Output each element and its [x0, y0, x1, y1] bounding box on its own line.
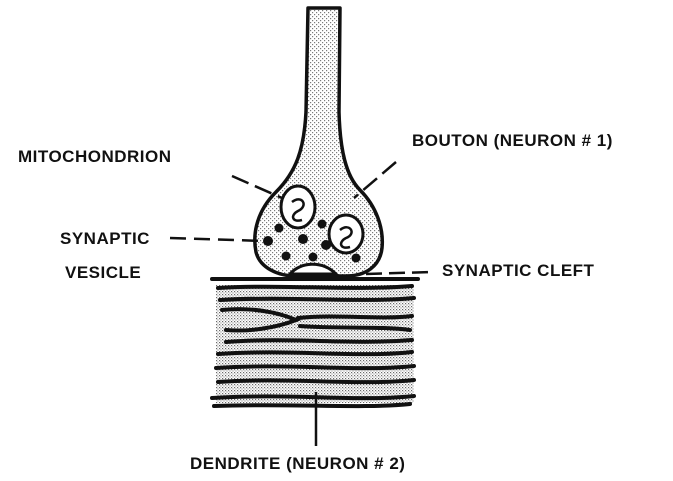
vesicle [263, 236, 273, 246]
label-synaptic-vesicle-line2: VESICLE [65, 264, 141, 281]
label-synaptic-vesicle-line1: SYNAPTIC [60, 230, 150, 247]
mitochondrion-2 [329, 215, 363, 253]
label-synaptic-cleft: SYNAPTIC CLEFT [442, 262, 594, 279]
label-bouton: BOUTON (NEURON # 1) [412, 132, 613, 149]
mitochondrion-1 [281, 186, 315, 228]
dendrite-neuron-2 [212, 279, 418, 406]
label-dendrite: DENDRITE (NEURON # 2) [190, 455, 405, 472]
label-mitochondrion: MITOCHONDRION [18, 148, 172, 165]
vesicle [282, 252, 291, 261]
leader-synaptic-vesicle [170, 238, 264, 241]
leader-synaptic-cleft [366, 272, 430, 274]
bouton-neuron-1 [255, 8, 382, 276]
vesicle [275, 224, 284, 233]
vesicle [309, 253, 318, 262]
vesicle [321, 240, 331, 250]
vesicle [318, 220, 327, 229]
vesicle [298, 234, 308, 244]
vesicle [352, 254, 361, 263]
